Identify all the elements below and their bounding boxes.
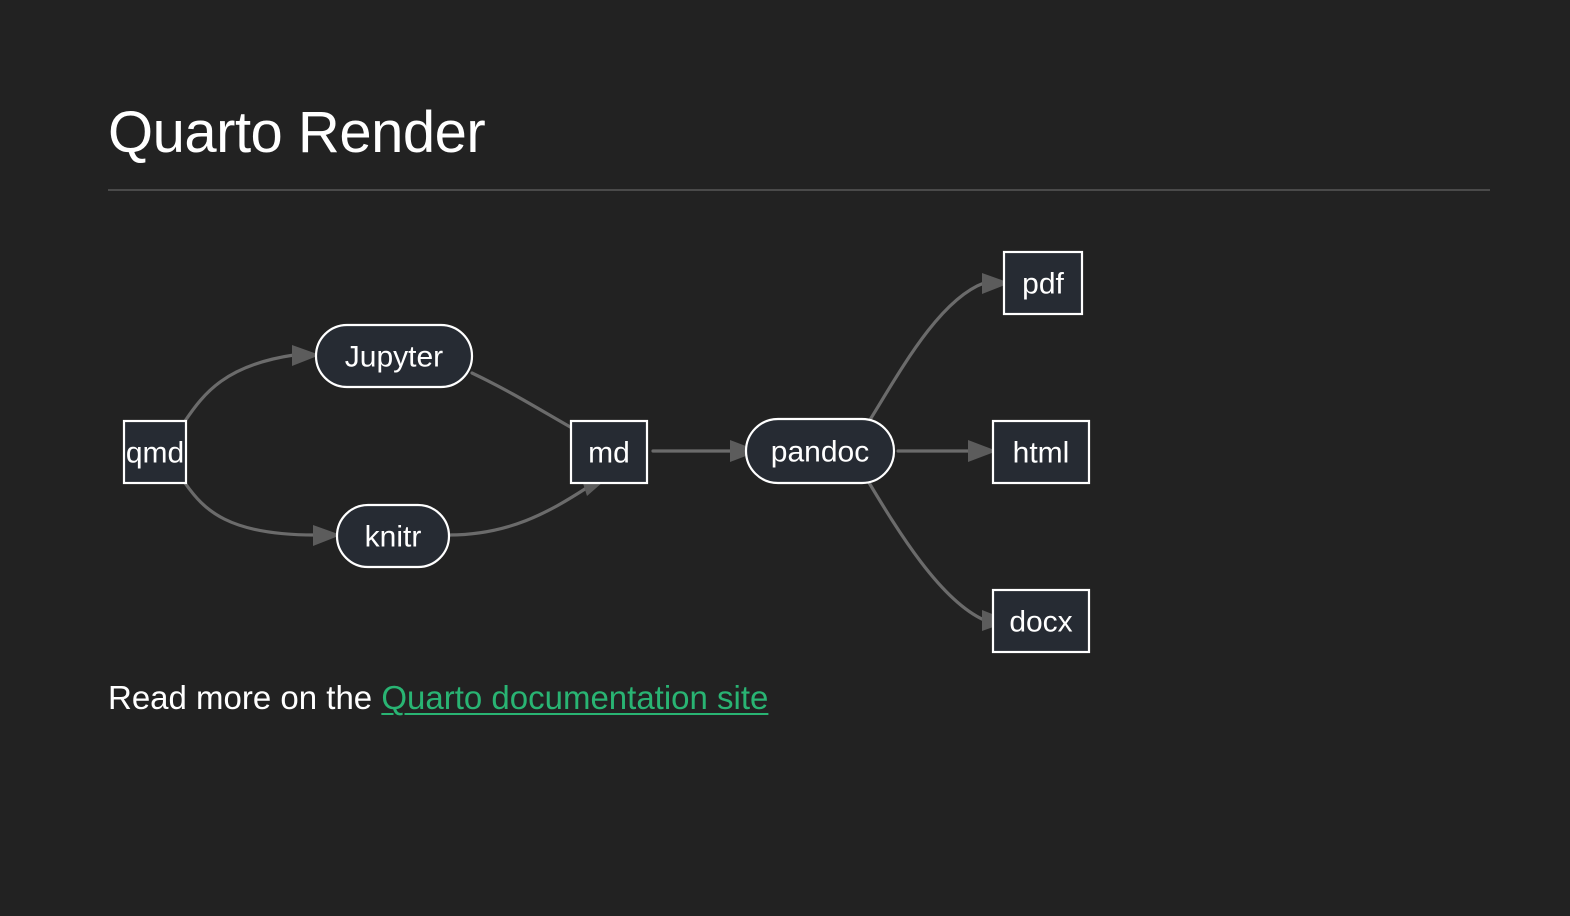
edge-pandoc-to-docx	[866, 479, 1010, 631]
node-pandoc[interactable]: pandoc	[744, 417, 896, 485]
quarto-documentation-link[interactable]: Quarto documentation site	[381, 679, 769, 716]
node-docx-label: docx	[1009, 606, 1072, 639]
node-pdf-label: pdf	[1022, 268, 1064, 301]
quarto-render-flowchart: qmd Jupyter knitr md pandoc pdf	[108, 225, 1128, 665]
node-html-label: html	[1013, 437, 1070, 470]
node-md-label: md	[588, 437, 630, 470]
node-pandoc-label: pandoc	[771, 436, 869, 469]
title-divider	[108, 189, 1490, 191]
node-knitr[interactable]: knitr	[335, 503, 451, 569]
edge-pandoc-to-pdf	[866, 273, 1010, 425]
node-qmd-label: qmd	[126, 437, 184, 470]
page-title: Quarto Render	[108, 100, 486, 165]
footer-text: Read more on the Quarto documentation si…	[108, 675, 768, 721]
flowchart-svg: qmd Jupyter knitr md pandoc pdf	[122, 250, 1091, 654]
edge-md-to-pandoc	[651, 440, 759, 462]
node-pdf[interactable]: pdf	[1002, 250, 1084, 316]
node-html[interactable]: html	[991, 419, 1091, 485]
node-knitr-label: knitr	[365, 521, 422, 554]
node-jupyter-label: Jupyter	[345, 341, 443, 374]
edge-qmd-to-jupyter	[183, 345, 320, 423]
edge-pandoc-to-html	[896, 440, 997, 462]
node-qmd[interactable]: qmd	[122, 419, 188, 485]
node-md[interactable]: md	[569, 419, 649, 485]
footer-prefix: Read more on the	[108, 679, 382, 716]
edge-qmd-to-knitr	[183, 481, 341, 546]
node-jupyter[interactable]: Jupyter	[314, 323, 474, 389]
node-docx[interactable]: docx	[991, 588, 1091, 654]
